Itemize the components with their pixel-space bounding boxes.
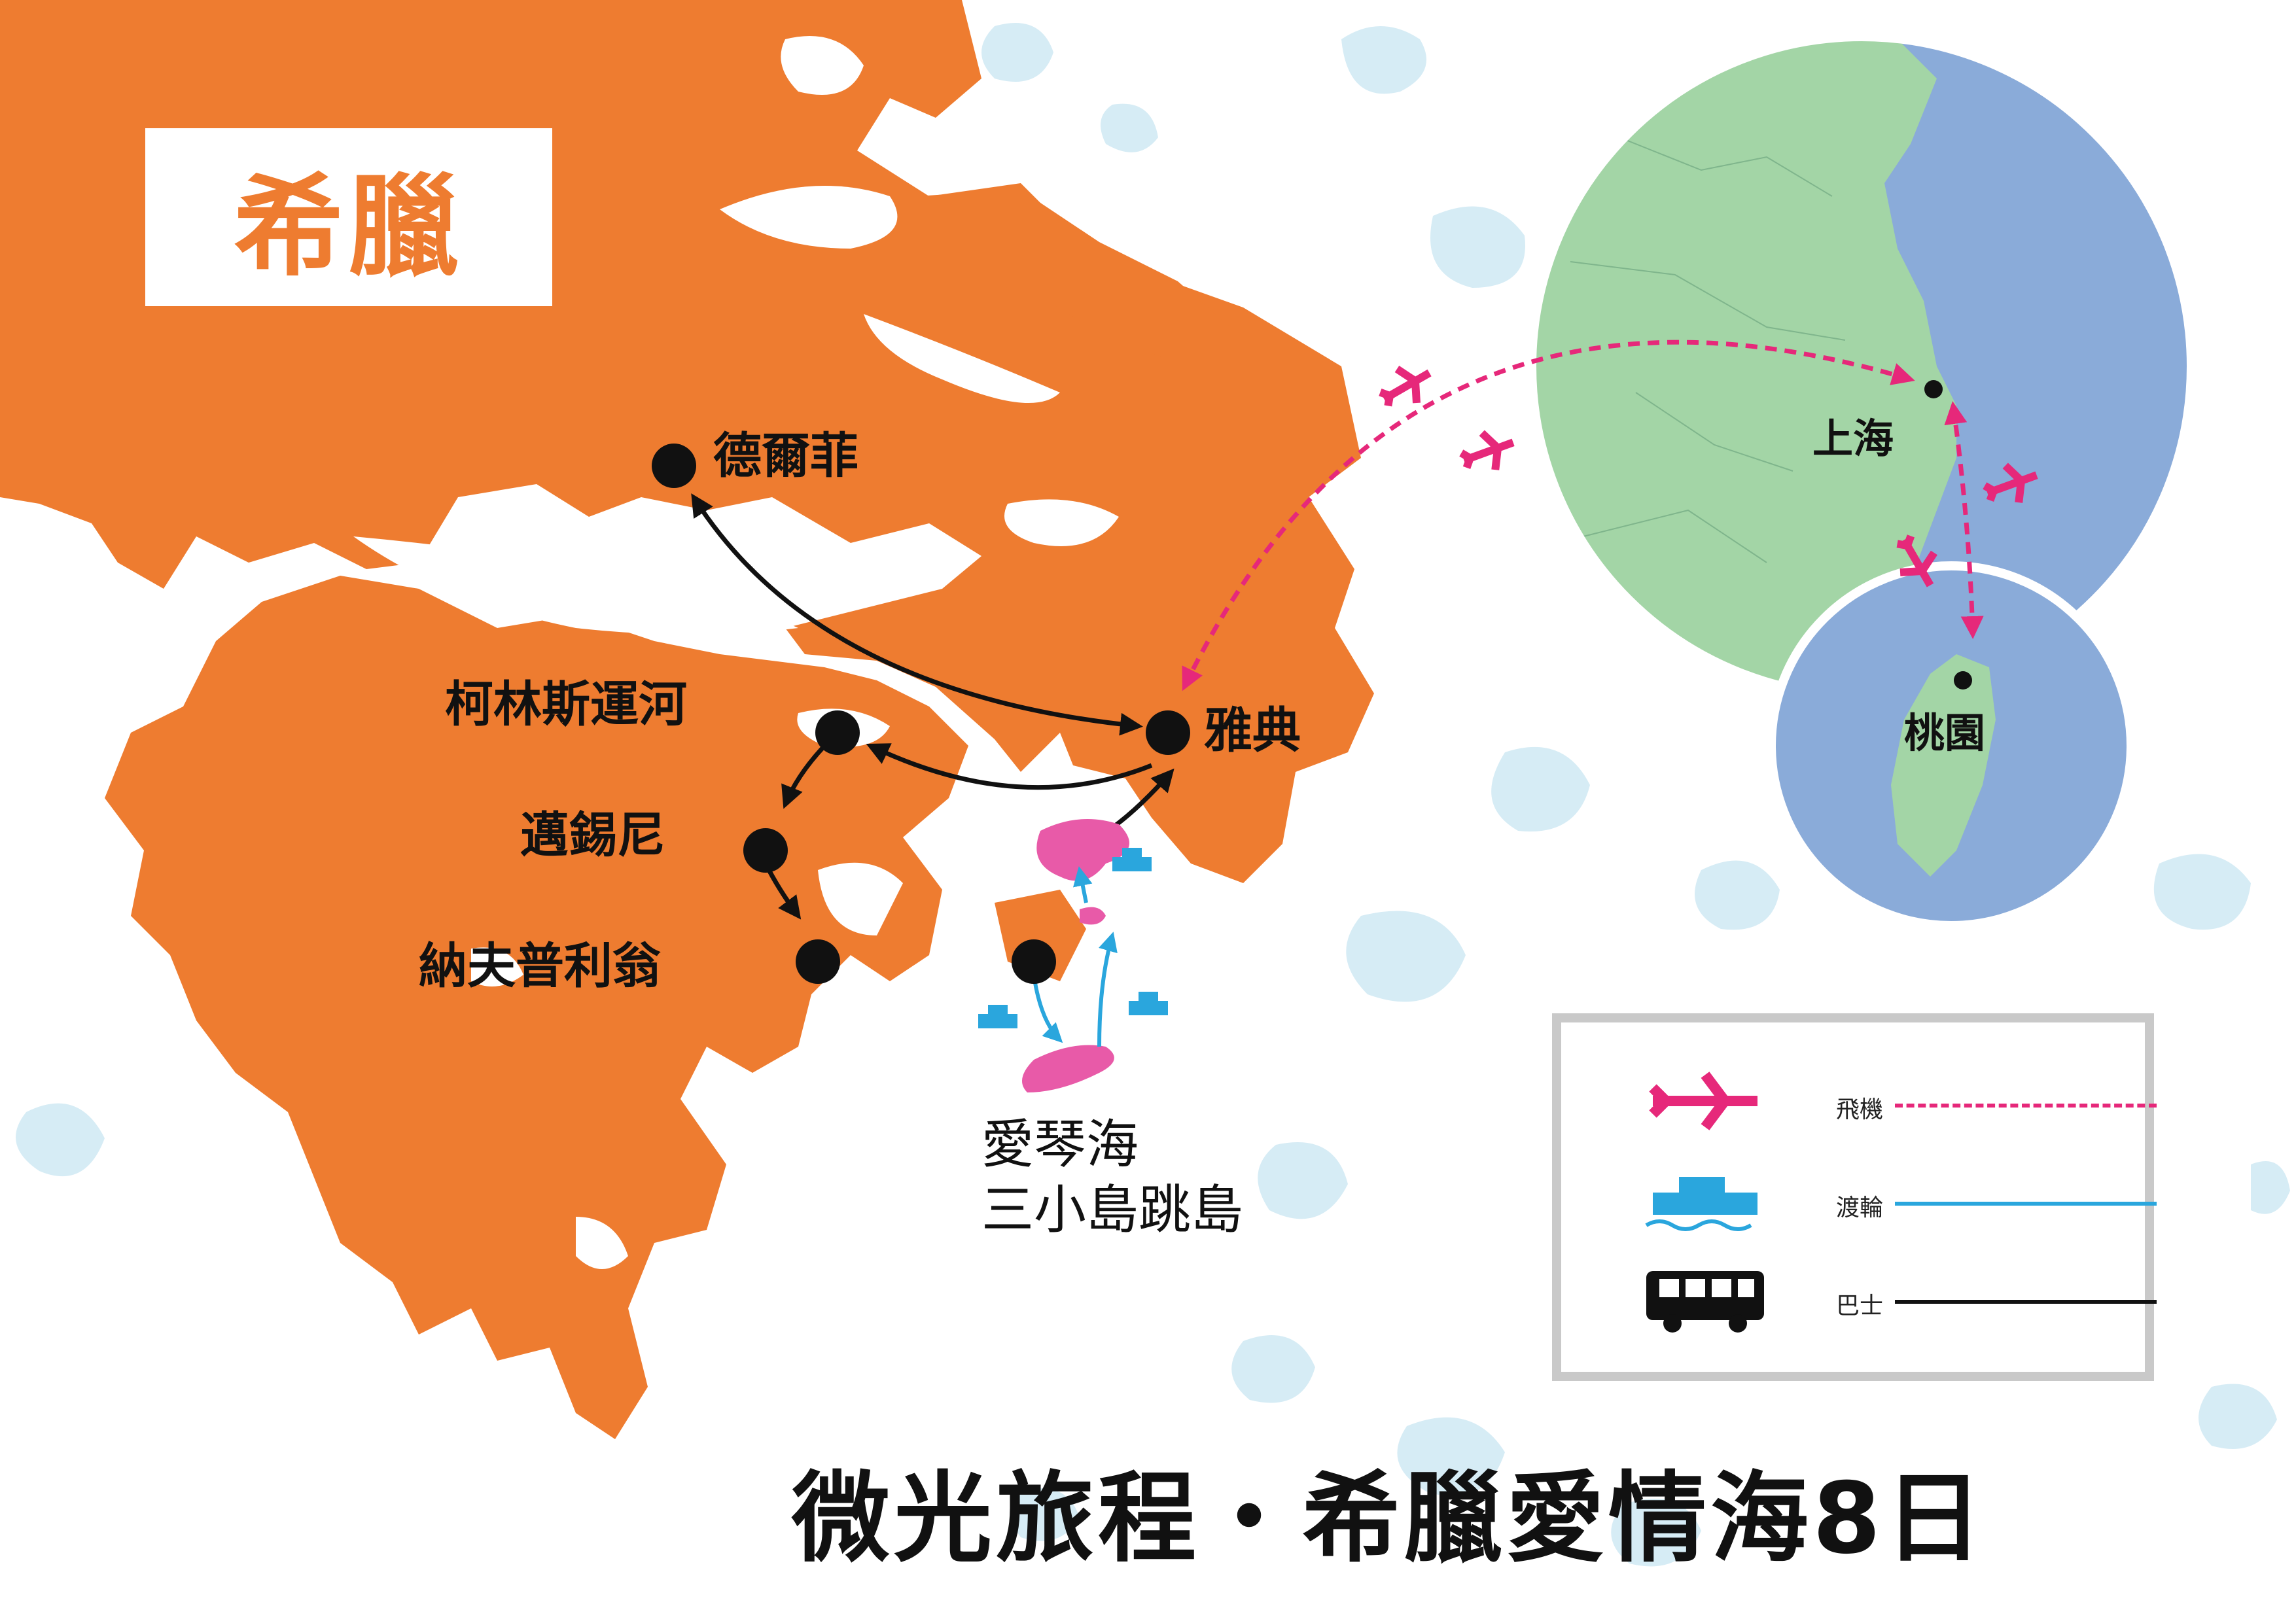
ferry-icon bbox=[978, 848, 1168, 1028]
ferry-routes bbox=[1032, 866, 1118, 1047]
taoyuan-marker bbox=[1954, 671, 1972, 689]
country-title: 希臘 bbox=[234, 162, 464, 291]
legend-line-bus bbox=[1895, 1300, 2157, 1304]
nafplio-label: 納夫普利翁 bbox=[419, 938, 661, 994]
ferry-icon bbox=[1645, 1177, 1757, 1231]
mycenae-marker bbox=[743, 828, 788, 873]
legend-item-bus: 巴士 bbox=[1640, 1265, 2157, 1333]
city-markers bbox=[652, 380, 1972, 984]
country-title-box: 希臘 bbox=[145, 128, 552, 306]
legend-label-ferry: 渡輪 bbox=[1836, 1195, 1884, 1221]
islands-start-marker bbox=[1012, 939, 1056, 984]
corinth-canal-label: 柯林斯運河 bbox=[445, 676, 687, 733]
aegean-label-line1: 愛琴海 bbox=[981, 1114, 1139, 1175]
shanghai-marker bbox=[1924, 380, 1943, 398]
legend: 飛機 渡輪 巴士 bbox=[1552, 1013, 2157, 1381]
legend-line-flight bbox=[1895, 1104, 2157, 1108]
corinth-marker bbox=[815, 710, 860, 755]
taoyuan-label: 桃園 bbox=[1904, 709, 1986, 757]
legend-item-ferry: 渡輪 bbox=[1640, 1166, 2157, 1232]
shanghai-label: 上海 bbox=[1812, 415, 1894, 462]
flight-routes bbox=[1182, 340, 1984, 691]
legend-line-ferry bbox=[1895, 1202, 2157, 1206]
bus-icon bbox=[1646, 1271, 1764, 1333]
athens-label: 雅典 bbox=[1204, 703, 1301, 759]
legend-item-flight: 飛機 bbox=[1640, 1068, 2157, 1134]
aegean-islands bbox=[1022, 819, 1129, 1092]
delphi-marker bbox=[652, 444, 696, 488]
sea-pattern bbox=[16, 23, 2290, 1567]
aegean-label-line2: 三小島跳島 bbox=[981, 1179, 1243, 1240]
athens-marker bbox=[1146, 710, 1190, 755]
delphi-label: 德爾菲 bbox=[713, 428, 858, 484]
legend-label-flight: 飛機 bbox=[1836, 1096, 1884, 1123]
legend-label-bus: 巴士 bbox=[1836, 1293, 1884, 1319]
tour-title: 微光旅程・希臘愛情海8日 bbox=[792, 1462, 1987, 1576]
nafplio-marker bbox=[796, 939, 840, 984]
mycenae-label: 邁錫尼 bbox=[520, 807, 665, 864]
airplane-icon bbox=[1649, 1072, 1757, 1130]
airplane-icon bbox=[1379, 366, 2038, 587]
